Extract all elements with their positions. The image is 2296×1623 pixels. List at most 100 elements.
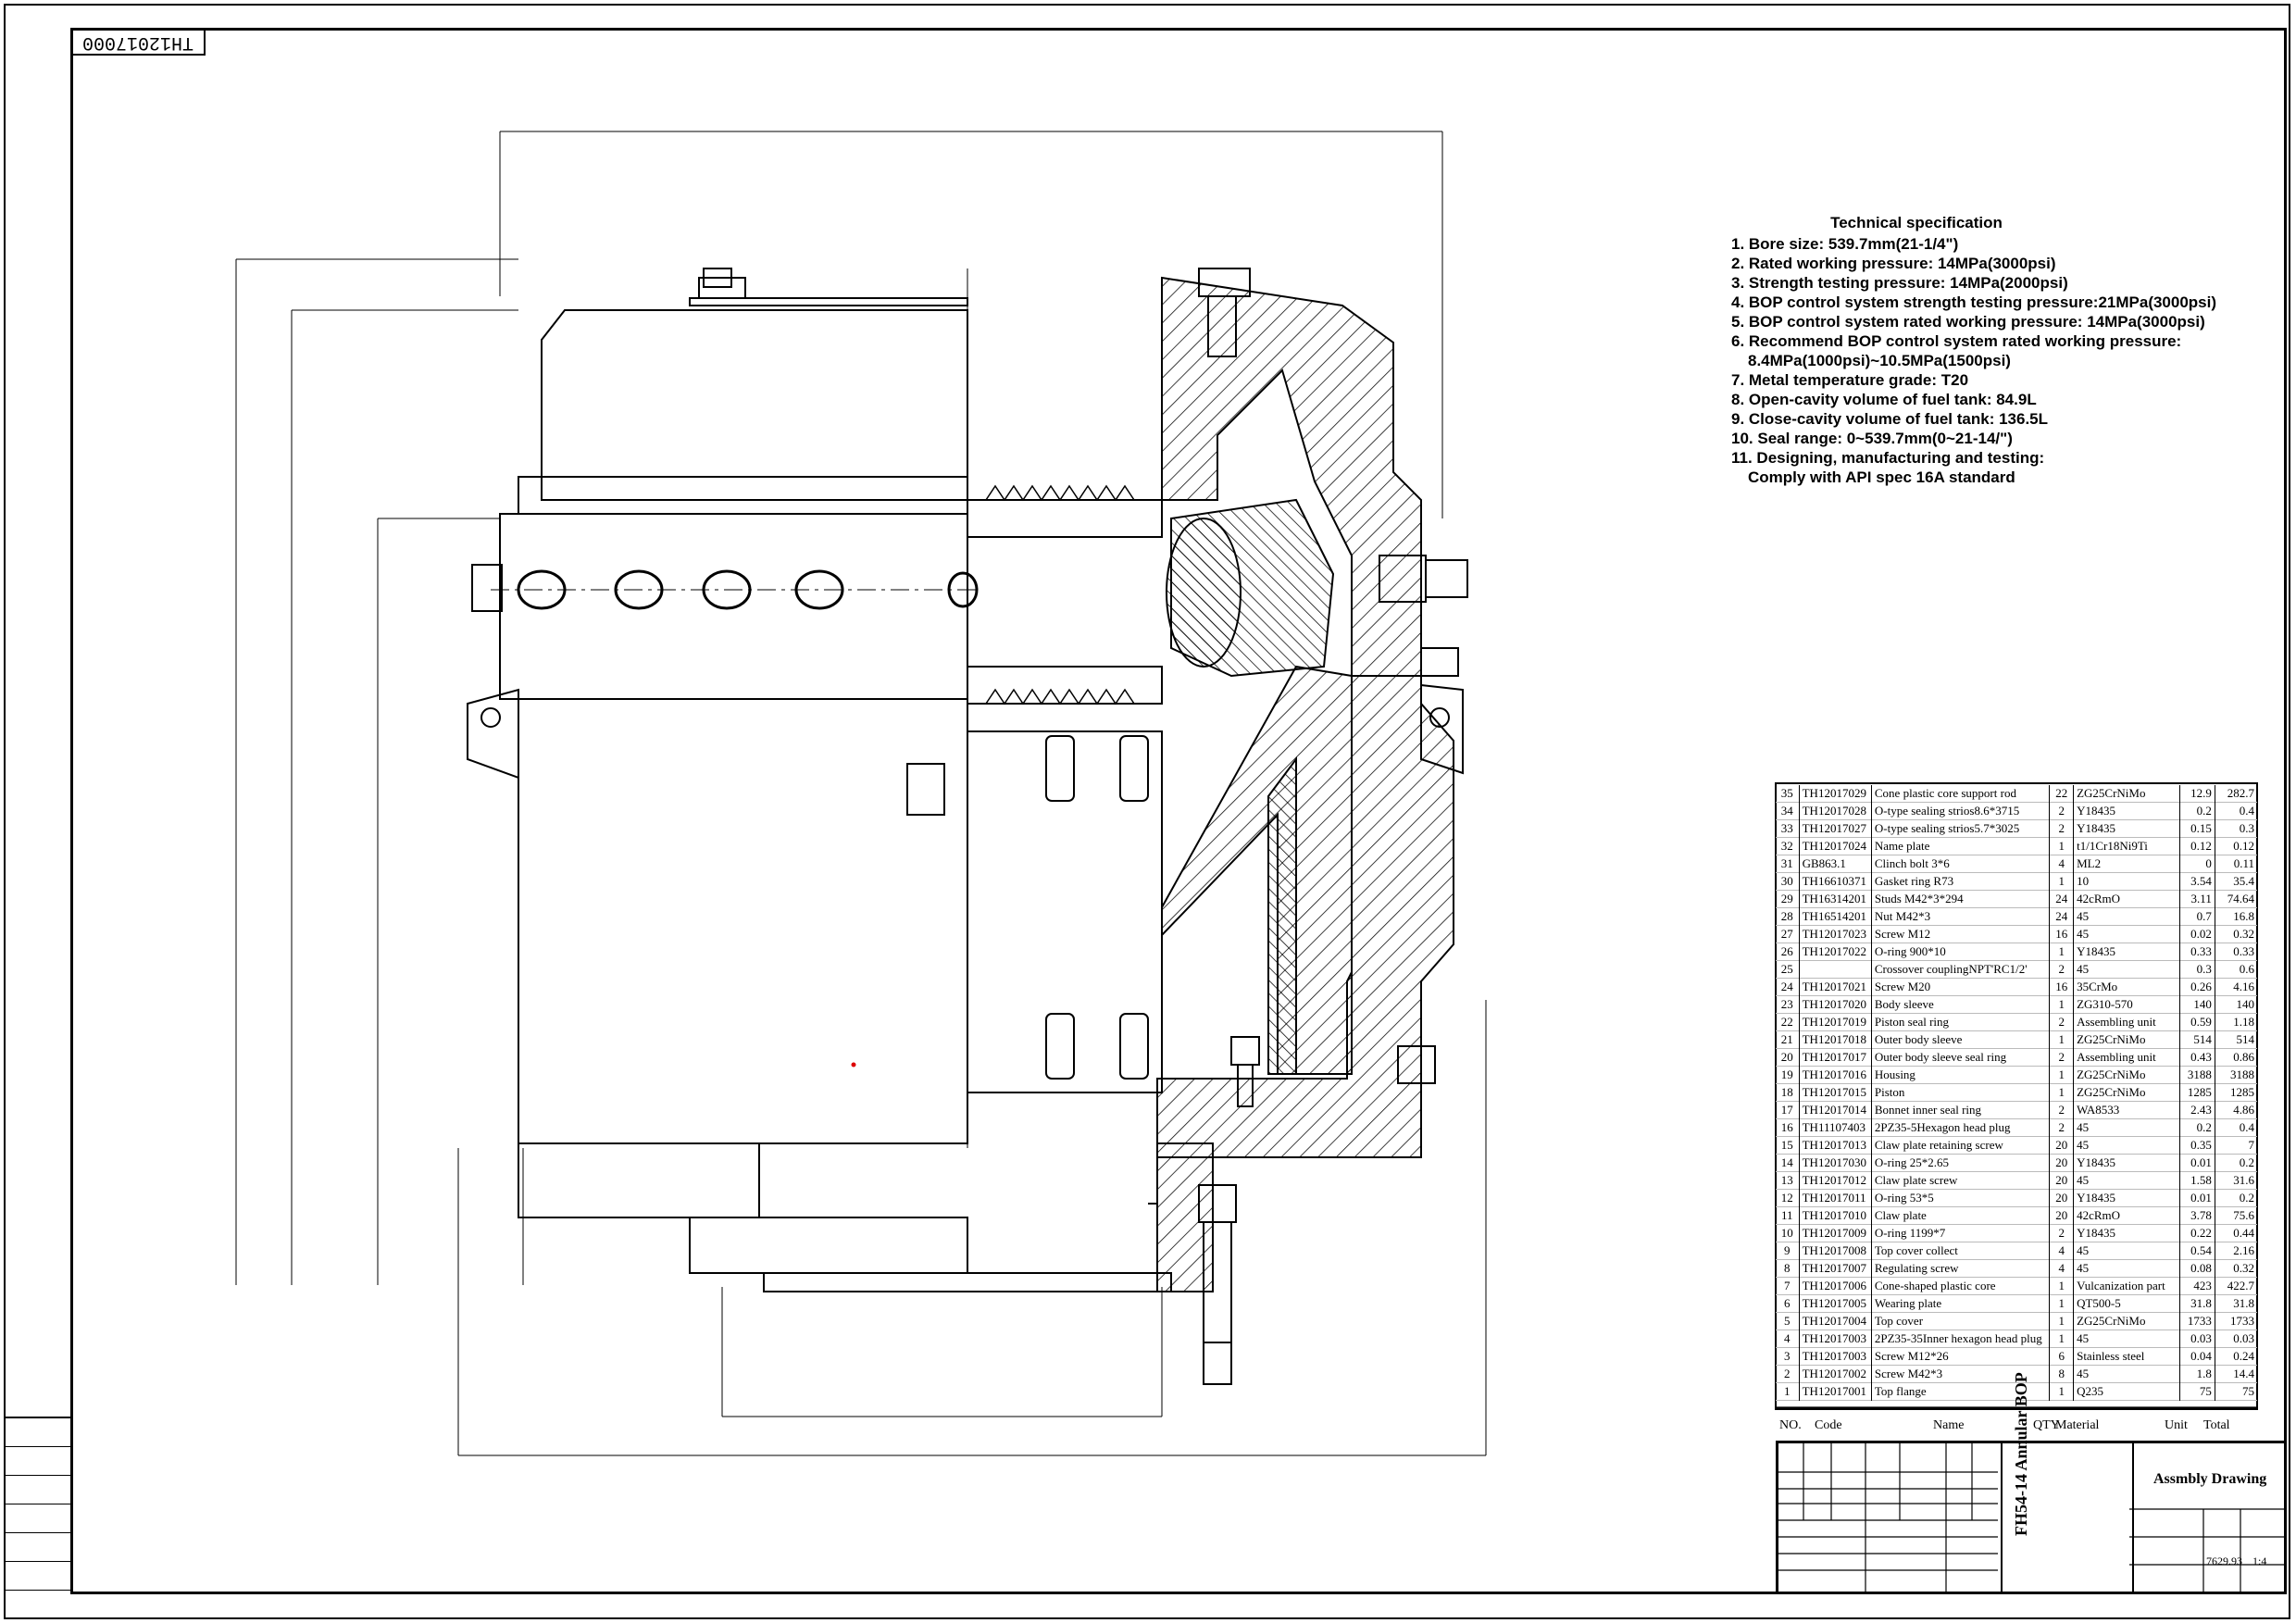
bom-total: 1.18	[2233, 1015, 2254, 1029]
bom-total: 16.8	[2233, 909, 2254, 923]
bom-material: Y18435	[2073, 802, 2180, 820]
bom-header-unit: Unit	[2165, 1418, 2188, 1432]
bom-no: 12	[1776, 1189, 1800, 1207]
bom-unit: 31.8	[2179, 1294, 2215, 1313]
spec-item: 7. Metal temperature grade: T20	[1731, 371, 1969, 389]
bom-code: TH12017024	[1799, 837, 1872, 855]
bom-header-no: NO.	[1779, 1418, 1802, 1432]
bom-unit: 423	[2179, 1277, 2215, 1295]
bom-no: 31	[1776, 855, 1800, 873]
bom-unit: 1733	[2179, 1312, 2215, 1330]
bom-code: TH12017003	[1799, 1347, 1872, 1366]
bom-qty: 1	[2049, 1330, 2075, 1348]
bom-no: 27	[1776, 925, 1800, 943]
spec-item: 2. Rated working pressure: 14MPa(3000psi…	[1731, 255, 2056, 272]
bom-code: TH12017005	[1799, 1294, 1872, 1313]
bom-material: Y18435	[2073, 1224, 2180, 1242]
bom-no: 11	[1776, 1206, 1800, 1225]
bom-code: TH12017013	[1799, 1136, 1872, 1155]
bom-qty: 4	[2049, 1242, 2075, 1260]
bom-code: TH12017017	[1799, 1048, 1872, 1067]
bom-unit: 0.7	[2179, 907, 2215, 926]
bom-name: Claw plate screw	[1871, 1171, 2051, 1190]
bom-code: TH12017019	[1799, 1013, 1872, 1031]
bom-total: 0.32	[2233, 1261, 2254, 1275]
bom-qty: 4	[2049, 1259, 2075, 1278]
bom-material: 45	[2073, 925, 2180, 943]
bom-qty: 1	[2049, 1083, 2075, 1102]
bom-unit: 0.59	[2179, 1013, 2215, 1031]
bom-no: 14	[1776, 1154, 1800, 1172]
spec-item: 3. Strength testing pressure: 14MPa(2000…	[1731, 274, 2068, 292]
bom-unit: 0.01	[2179, 1154, 2215, 1172]
bom-material: Q235	[2073, 1382, 2180, 1401]
bom-no: 17	[1776, 1101, 1800, 1119]
bom-name: Gasket ring R73	[1871, 872, 2051, 891]
bom-code: TH12017001	[1799, 1382, 1872, 1401]
bom-no: 34	[1776, 802, 1800, 820]
bom-header-qty: QTY	[2033, 1418, 2060, 1432]
bom-unit: 0.15	[2179, 819, 2215, 838]
bom-unit: 0.01	[2179, 1189, 2215, 1207]
bom-total: 2.16	[2233, 1243, 2254, 1257]
spec-title: Technical specification	[1830, 214, 2003, 231]
bom-unit: 0.2	[2179, 802, 2215, 820]
bom-qty: 20	[2049, 1206, 2075, 1225]
bom-qty: 2	[2049, 1224, 2075, 1242]
bom-material: t1/1Cr18Ni9Ti	[2073, 837, 2180, 855]
bom-no: 20	[1776, 1048, 1800, 1067]
bom-total: 0.33	[2233, 944, 2254, 958]
bom-qty: 1	[2049, 1030, 2075, 1049]
bom-total: 0.4	[2239, 804, 2254, 818]
bom-material: ZG25CrNiMo	[2073, 1312, 2180, 1330]
bom-name: O-ring 25*2.65	[1871, 1154, 2051, 1172]
bom-name: O-ring 1199*7	[1871, 1224, 2051, 1242]
bom-total: 0.12	[2233, 839, 2254, 853]
bom-code: TH12017027	[1799, 819, 1872, 838]
bom-material: 45	[2073, 1171, 2180, 1190]
spec-item: 6. Recommend BOP control system rated wo…	[1731, 332, 2182, 350]
bom-code: TH12017015	[1799, 1083, 1872, 1102]
bom-material: 45	[2073, 1365, 2180, 1383]
bom-unit: 75	[2179, 1382, 2215, 1401]
bom-qty: 2	[2049, 1013, 2075, 1031]
bom-qty: 2	[2049, 819, 2075, 838]
bom-header-code: Code	[1815, 1418, 1842, 1432]
product-name: FH54-14 Annular BOP	[2001, 1372, 2134, 1594]
bom-no: 19	[1776, 1066, 1800, 1084]
bom-qty: 2	[2049, 802, 2075, 820]
bom-no: 10	[1776, 1224, 1800, 1242]
bom-unit: 0.35	[2179, 1136, 2215, 1155]
bom-qty: 2	[2049, 1048, 2075, 1067]
bom-name: Piston	[1871, 1083, 2051, 1102]
bom-name: Wearing plate	[1871, 1294, 2051, 1313]
bom-qty: 16	[2049, 978, 2075, 996]
bom-material: 42cRmO	[2073, 1206, 2180, 1225]
bom-code: TH12017012	[1799, 1171, 1872, 1190]
bom-unit: 3.11	[2179, 890, 2215, 908]
bom-name: Screw M42*3	[1871, 1365, 2051, 1383]
spec-item: 9. Close-cavity volume of fuel tank: 136…	[1731, 410, 2049, 428]
bom-name: 2PZ35-5Hexagon head plug	[1871, 1118, 2051, 1137]
bom-name: Screw M12	[1871, 925, 2051, 943]
bom-name: Nut M42*3	[1871, 907, 2051, 926]
bom-code: TH12017022	[1799, 943, 1872, 961]
spec-item: 10. Seal range: 0~539.7mm(0~21-14/")	[1731, 430, 2013, 447]
bom-material: ZG25CrNiMo	[2073, 1083, 2180, 1102]
bom-unit: 0.22	[2179, 1224, 2215, 1242]
bom-total: 0.2	[2239, 1155, 2254, 1169]
bom-code: TH12017021	[1799, 978, 1872, 996]
bom-no: 24	[1776, 978, 1800, 996]
bom-name: Regulating screw	[1871, 1259, 2051, 1278]
bom-total: 0.11	[2233, 856, 2254, 870]
bom-material: 45	[2073, 960, 2180, 979]
